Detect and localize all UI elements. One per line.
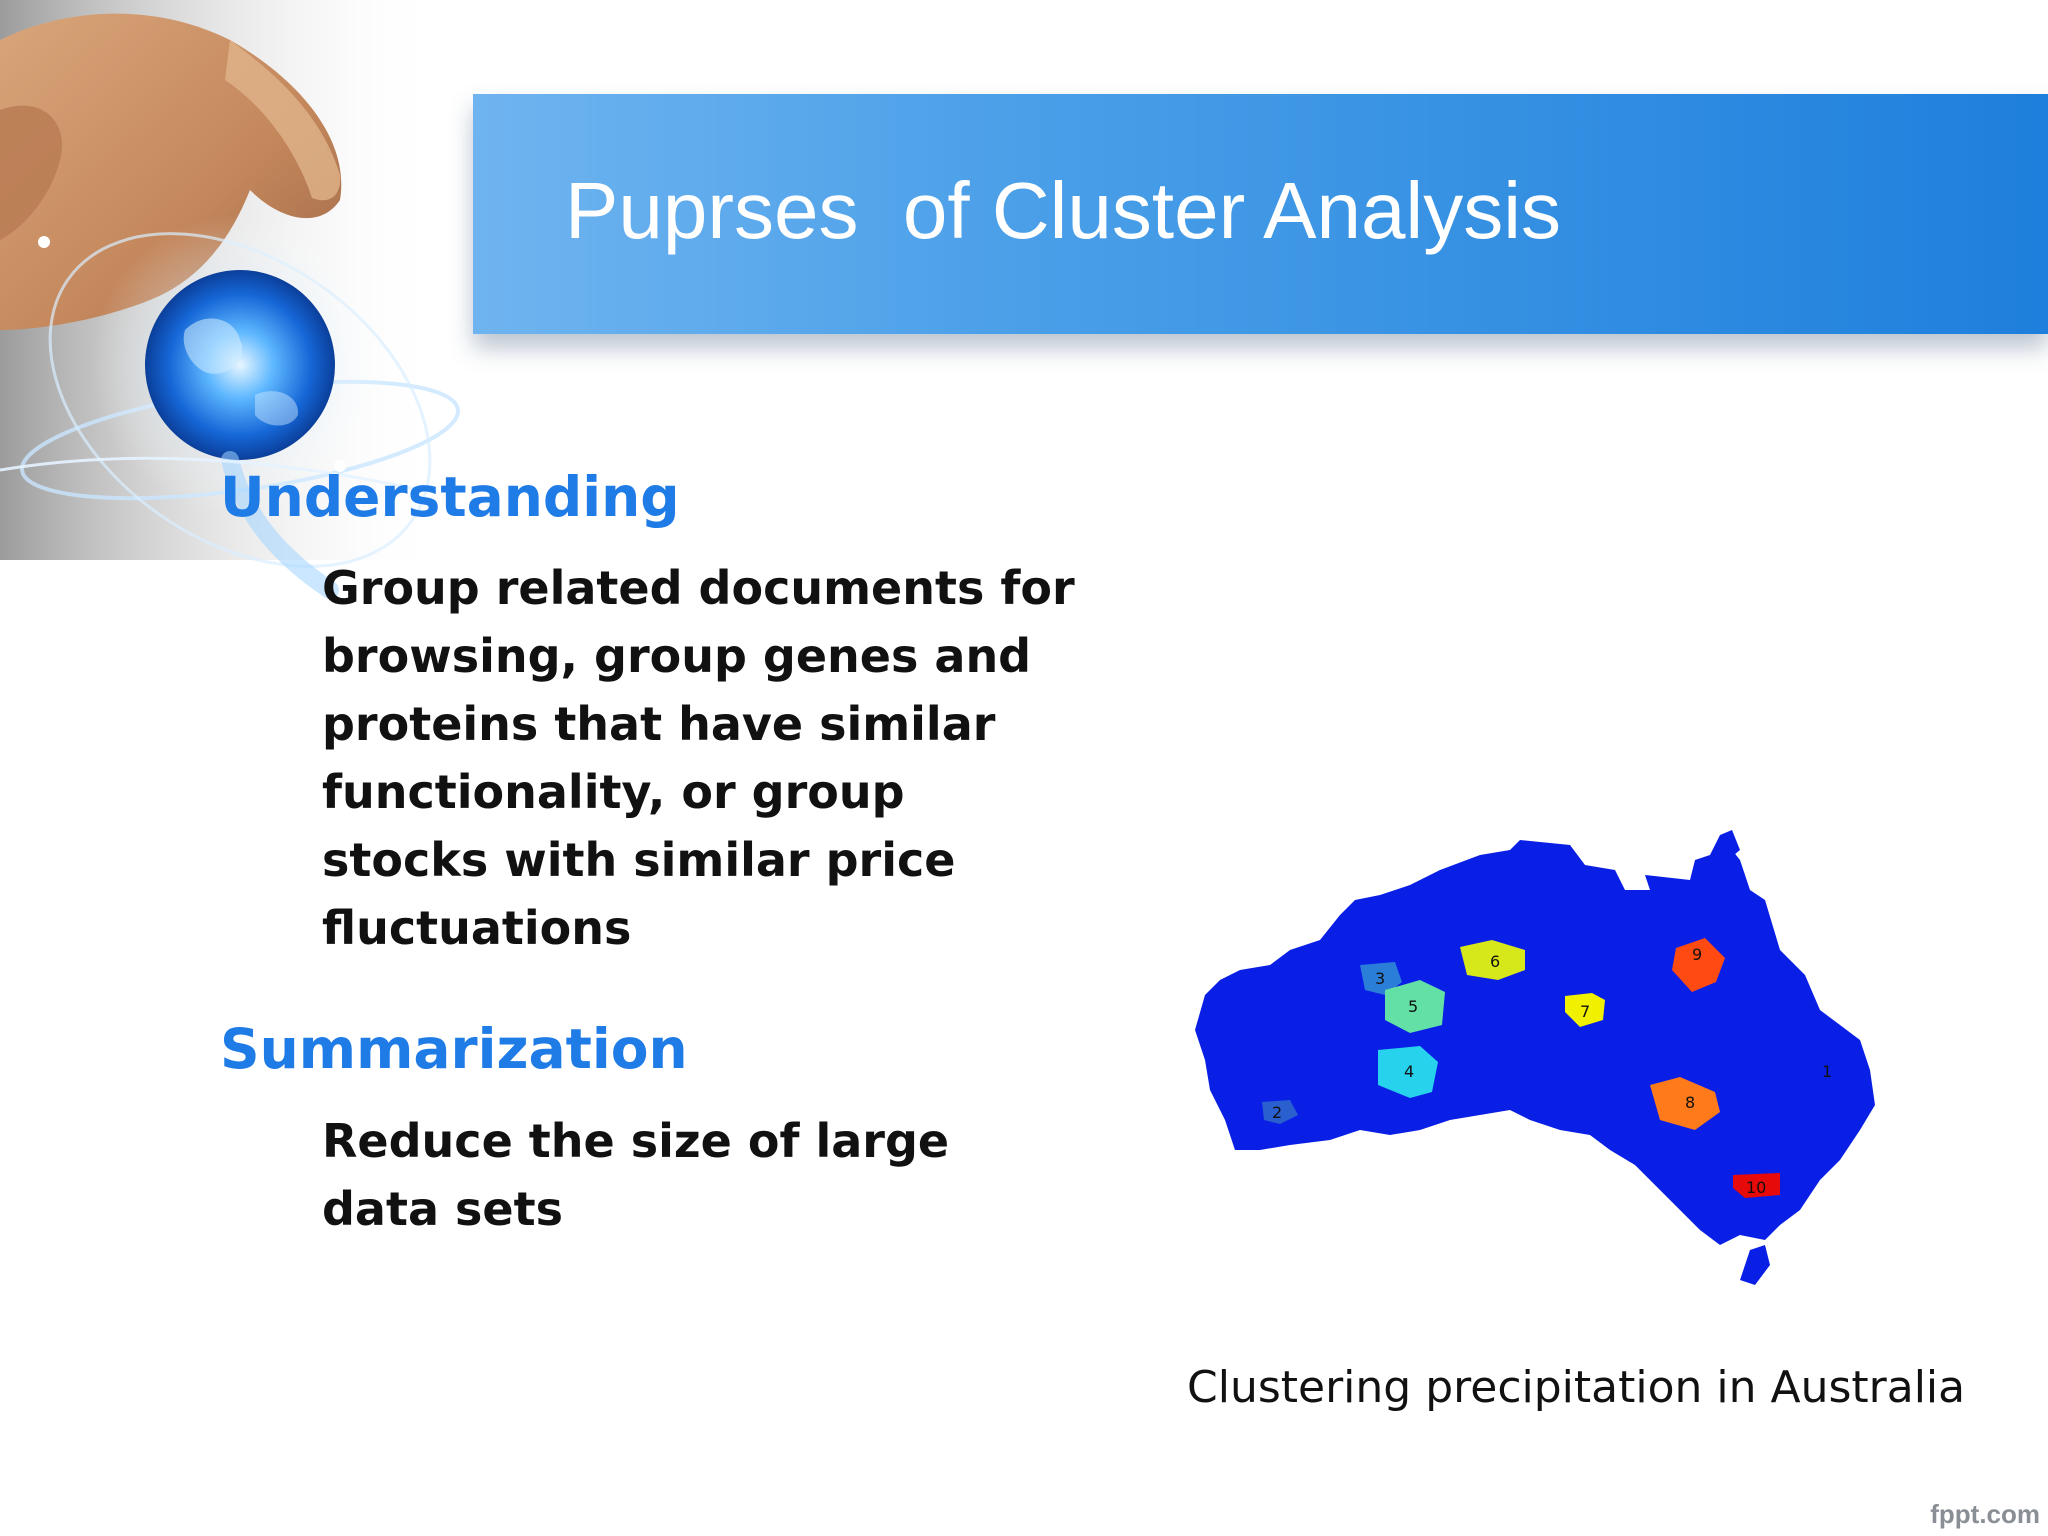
globe-hand-graphic	[0, 0, 560, 640]
cluster-label-7: 7	[1580, 1002, 1590, 1021]
heading-understanding: Understanding	[220, 465, 680, 529]
cluster-6	[1460, 940, 1525, 980]
cluster-5	[1385, 980, 1445, 1033]
cluster-label-5: 5	[1408, 997, 1418, 1016]
cluster-label-6: 6	[1490, 952, 1500, 971]
cluster-8	[1650, 1077, 1720, 1130]
cluster-label-1: 1	[1822, 1062, 1832, 1081]
cluster-label-4: 4	[1404, 1062, 1414, 1081]
cluster-9	[1672, 938, 1725, 992]
understanding-body: Group related documents for browsing, gr…	[322, 561, 1075, 955]
cluster-3	[1360, 962, 1402, 995]
cluster-7	[1565, 993, 1605, 1027]
watermark: fppt.com	[1930, 1499, 2040, 1529]
australia-mainland	[1195, 835, 1875, 1245]
cluster-label-3: 3	[1375, 969, 1385, 988]
australia-cluster-map: 1 2 3 4 5 6 7 8 9 10	[1195, 830, 1875, 1285]
cluster-10	[1733, 1173, 1780, 1198]
cluster-2	[1262, 1100, 1298, 1124]
cluster-label-8: 8	[1685, 1093, 1695, 1112]
summarization-body: Reduce the size of large data sets	[322, 1114, 950, 1236]
title-band	[473, 94, 2048, 334]
tasmania	[1740, 1245, 1770, 1285]
cape-peninsula	[1720, 830, 1740, 860]
slide-title: Puprses of Cluster Analysis	[565, 166, 1561, 255]
cluster-label-10: 10	[1746, 1178, 1766, 1197]
cluster-label-2: 2	[1272, 1103, 1282, 1122]
cluster-label-9: 9	[1692, 945, 1702, 964]
heading-summarization: Summarization	[220, 1017, 688, 1081]
figure-caption: Clustering precipitation in Australia	[1187, 1362, 1966, 1413]
cluster-4	[1378, 1046, 1438, 1098]
